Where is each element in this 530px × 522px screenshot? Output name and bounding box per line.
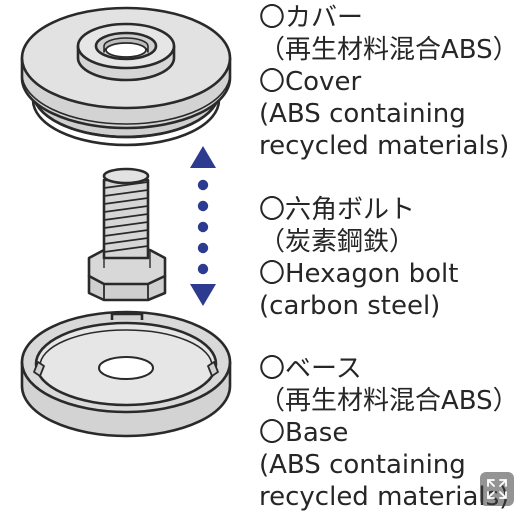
base-label-jp-material: （再生材料混合ABS） xyxy=(259,386,519,416)
base-label-en-material-2: recycled materials) xyxy=(259,482,510,512)
arrow-dot xyxy=(197,221,209,233)
cover-label: 〇カバー （再生材料混合ABS） 〇Cover (ABS containing … xyxy=(259,3,519,163)
bolt-label-en-material: (carbon steel) xyxy=(259,291,441,321)
base-label-en-name: 〇Base xyxy=(259,418,349,448)
cover-label-en-material-1: (ABS containing xyxy=(259,99,466,129)
base-part xyxy=(20,310,232,438)
arrow-down-head xyxy=(190,284,216,306)
hexagon-bolt-part xyxy=(87,167,167,302)
bolt-label-en-name: 〇Hexagon bolt xyxy=(259,259,459,289)
bolt-label-jp-material: （炭素鋼鉄） xyxy=(259,227,416,257)
bolt-label-jp-name: 〇六角ボルト xyxy=(259,195,416,225)
arrow-dot xyxy=(197,263,209,275)
arrow-dot xyxy=(197,179,209,191)
cover-label-jp-material: （再生材料混合ABS） xyxy=(259,35,519,65)
base-label: 〇ベース （再生材料混合ABS） 〇Base (ABS containing r… xyxy=(259,354,519,514)
cover-label-jp-name: 〇カバー xyxy=(259,3,364,33)
cover-label-en-name: 〇Cover xyxy=(259,67,362,97)
cover-part xyxy=(20,6,232,147)
assembly-direction-arrow xyxy=(190,146,216,306)
cover-label-en-material-2: recycled materials) xyxy=(259,131,510,161)
base-label-jp-name: 〇ベース xyxy=(259,354,362,384)
arrow-dot xyxy=(197,242,209,254)
expand-button[interactable] xyxy=(480,472,514,506)
arrow-up-head xyxy=(190,146,216,168)
base-label-en-material-1: (ABS containing xyxy=(259,450,466,480)
arrow-dot xyxy=(197,200,209,212)
expand-icon xyxy=(487,479,507,499)
bolt-label: 〇六角ボルト （炭素鋼鉄） 〇Hexagon bolt (carbon stee… xyxy=(259,195,458,323)
